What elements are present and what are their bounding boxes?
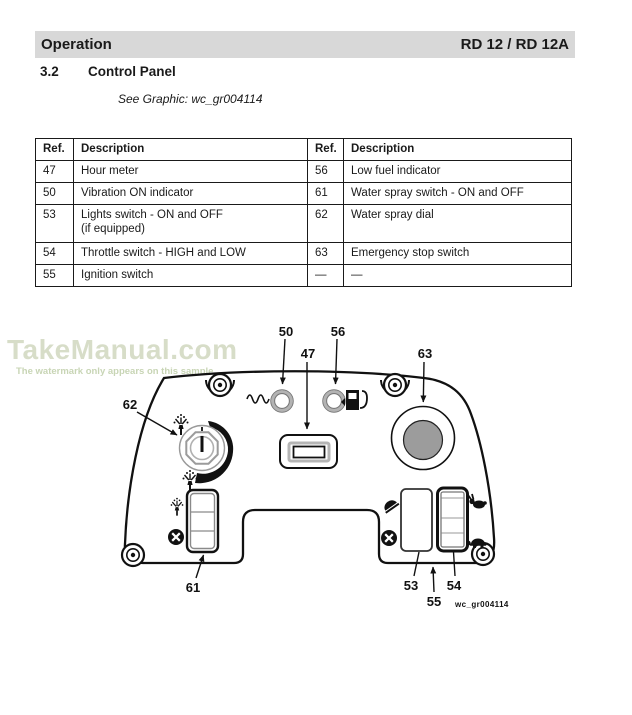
control-panel-diagram: 50 56 47 63 62 61 53 54 55 wc_gr004114 (120, 324, 509, 609)
callout-label-47: 47 (301, 346, 315, 361)
rabbit-icon (467, 493, 487, 509)
table-row: 53 Lights switch - ON and OFF (if equipp… (35, 204, 572, 243)
hour-meter (279, 434, 338, 469)
watermark-subtitle: The watermark only appears on this sampl… (16, 366, 214, 377)
cell-desc: — (343, 264, 572, 287)
screw-icon (207, 372, 233, 398)
cell-ref: 54 (35, 242, 74, 265)
screw-icon (120, 542, 146, 568)
low-fuel-indicator-lamp (321, 388, 347, 414)
callout-label-63: 63 (418, 346, 432, 361)
page-title: Control Panel (88, 64, 176, 79)
cell-desc: Water spray dial (343, 204, 572, 243)
watermark-text: TakeManual.com (7, 334, 238, 365)
lights-off-icon (379, 528, 399, 548)
reference-table: Ref. Description Ref. Description 47 Hou… (35, 138, 572, 287)
callout-label-61: 61 (186, 580, 200, 595)
lights-switch (400, 488, 433, 552)
callout-line-50 (279, 338, 286, 385)
callout-label-56: 56 (331, 324, 345, 339)
cell-ref: 50 (35, 182, 74, 205)
cell-ref: 47 (35, 160, 74, 183)
callout-label-53: 53 (404, 578, 418, 593)
screw-icon (382, 372, 408, 398)
cell-ref: 62 (307, 204, 344, 243)
water-spray-switch (185, 488, 220, 554)
table-row: 55 Ignition switch — — (35, 264, 572, 287)
callout-line-53 (413, 551, 420, 577)
page-header-bar: Operation RD 12 / RD 12A (35, 31, 575, 58)
cell-ref: 63 (307, 242, 344, 265)
callout-label-62: 62 (123, 397, 137, 412)
callout-line-56 (332, 338, 339, 385)
spray-off-icon (166, 527, 186, 547)
figure-label: wc_gr004114 (454, 600, 509, 609)
cell-desc: Emergency stop switch (343, 242, 572, 265)
col-header-desc1: Description (73, 138, 308, 161)
cell-desc: Low fuel indicator (343, 160, 572, 183)
cell-desc: Hour meter (73, 160, 308, 183)
cell-ref: 53 (35, 204, 74, 243)
vibration-wave-icon (246, 394, 270, 404)
cell-desc: Water spray switch - ON and OFF (343, 182, 572, 205)
callout-line-63 (420, 361, 427, 403)
cell-ref: 55 (35, 264, 74, 287)
see-graphic-note: See Graphic: wc_gr004114 (118, 92, 263, 106)
cell-ref: 61 (307, 182, 344, 205)
col-header-ref1: Ref. (35, 138, 74, 161)
section-number: 3.2 (40, 64, 59, 79)
headlight-icon (384, 500, 400, 514)
dial-scale-crescent (195, 421, 234, 484)
col-header-desc2: Description (343, 138, 572, 161)
table-header-row: Ref. Description Ref. Description (35, 138, 572, 161)
cell-desc: Vibration ON indicator (73, 182, 308, 205)
cell-ref: 56 (307, 160, 344, 183)
vibration-indicator-lamp (269, 388, 295, 414)
turtle-icon (466, 538, 487, 548)
callout-line-54 (452, 551, 456, 577)
section-heading: 3.2 Control Panel (40, 64, 176, 79)
callout-line-62 (136, 411, 178, 436)
table-row: 50 Vibration ON indicator 61 Water spray… (35, 182, 572, 205)
header-model-name: RD 12 / RD 12A (460, 36, 569, 53)
water-spray-dial (178, 421, 234, 484)
fuel-pump-icon (341, 390, 368, 410)
callout-line-61 (195, 554, 205, 579)
col-header-ref2: Ref. (307, 138, 344, 161)
cell-desc-line2: (if equipped) (81, 223, 145, 235)
cell-desc-line1: Lights switch - ON and OFF (81, 209, 223, 221)
callout-label-55: 55 (427, 594, 441, 609)
callout-label-54: 54 (447, 578, 462, 593)
emergency-stop-button (390, 405, 456, 471)
cell-desc: Ignition switch (73, 264, 308, 287)
cell-ref: — (307, 264, 344, 287)
cell-desc: Lights switch - ON and OFF (if equipped) (73, 204, 308, 243)
header-section-name: Operation (41, 36, 112, 53)
callout-label-50: 50 (279, 324, 293, 339)
throttle-switch (436, 486, 469, 553)
cell-desc: Throttle switch - HIGH and LOW (73, 242, 308, 265)
table-row: 47 Hour meter 56 Low fuel indicator (35, 160, 572, 183)
table-row: 54 Throttle switch - HIGH and LOW 63 Eme… (35, 242, 572, 265)
callout-line-55 (430, 566, 437, 593)
